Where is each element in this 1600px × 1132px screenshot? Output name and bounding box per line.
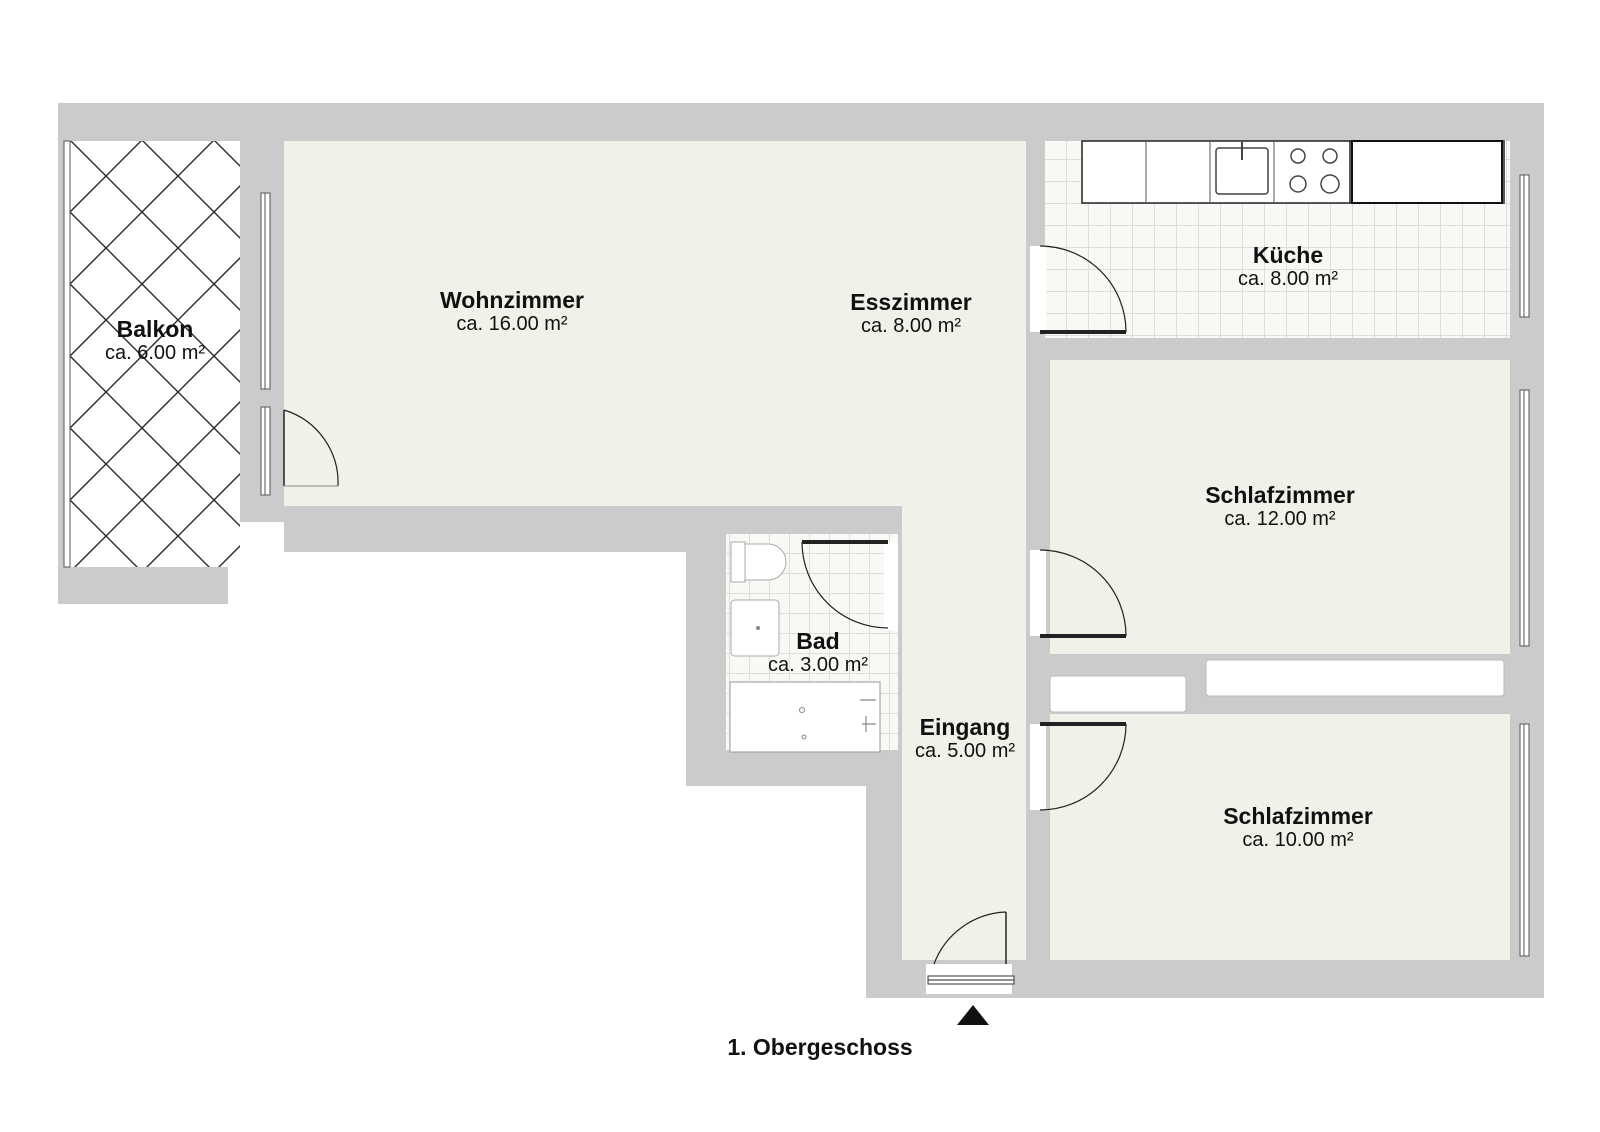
room-label-schlafzimmer1: Schlafzimmer ca. 12.00 m²	[1205, 482, 1355, 530]
room-name: Schlafzimmer	[1223, 803, 1373, 829]
room-area: ca. 8.00 m²	[860, 315, 962, 337]
balcony-door	[283, 409, 339, 487]
windows	[63, 140, 1530, 957]
bathtub-icon	[729, 681, 881, 753]
room-label-wohnzimmer: Wohnzimmer ca. 16.00 m²	[440, 287, 584, 335]
room-name: Schlafzimmer	[1205, 482, 1355, 508]
room-label-schlafzimmer2: Schlafzimmer ca. 10.00 m²	[1223, 803, 1373, 851]
kitchen-door	[1039, 245, 1127, 334]
kitchen-sink-icon	[1215, 142, 1269, 195]
room-area: ca. 5.00 m²	[914, 740, 1016, 762]
bedroom1-door	[1039, 549, 1127, 638]
room-label-esszimmer: Esszimmer ca. 8.00 m²	[850, 289, 971, 337]
room-name: Eingang	[919, 714, 1011, 740]
bath-door	[801, 540, 889, 629]
room-name: Bad	[796, 628, 840, 654]
room-label-eingang: Eingang ca. 5.00 m²	[915, 714, 1015, 762]
bath-fixtures	[729, 541, 881, 753]
room-label-kueche: Küche ca. 8.00 m²	[1238, 242, 1338, 290]
room-label-balkon: Balkon ca. 6.00 m²	[105, 316, 205, 364]
room-area: ca. 12.00 m²	[1224, 508, 1336, 530]
bedroom2-door	[1039, 722, 1127, 811]
room-area: ca. 8.00 m²	[1237, 268, 1339, 290]
kitchen-counter	[1081, 140, 1505, 204]
room-name: Balkon	[116, 316, 194, 342]
room-area: ca. 6.00 m²	[104, 342, 206, 364]
entrance-door	[927, 911, 1015, 985]
entrance-arrow-icon	[957, 1005, 989, 1025]
doors	[283, 245, 1127, 985]
room-label-bad: Bad ca. 3.00 m²	[768, 628, 868, 676]
floor-caption: 1. Obergeschoss	[727, 1034, 913, 1060]
room-area: ca. 10.00 m²	[1242, 829, 1354, 851]
room-name: Wohnzimmer	[440, 287, 584, 313]
built-in-cabinets	[1049, 659, 1505, 713]
room-area: ca. 16.00 m²	[456, 313, 568, 335]
sink-icon	[730, 599, 780, 657]
room-name: Esszimmer	[850, 289, 972, 315]
stove-icon	[1289, 148, 1340, 194]
room-area: ca. 3.00 m²	[767, 654, 869, 676]
room-name: Küche	[1252, 242, 1324, 268]
floors	[70, 141, 1510, 960]
toilet-icon	[730, 541, 787, 583]
